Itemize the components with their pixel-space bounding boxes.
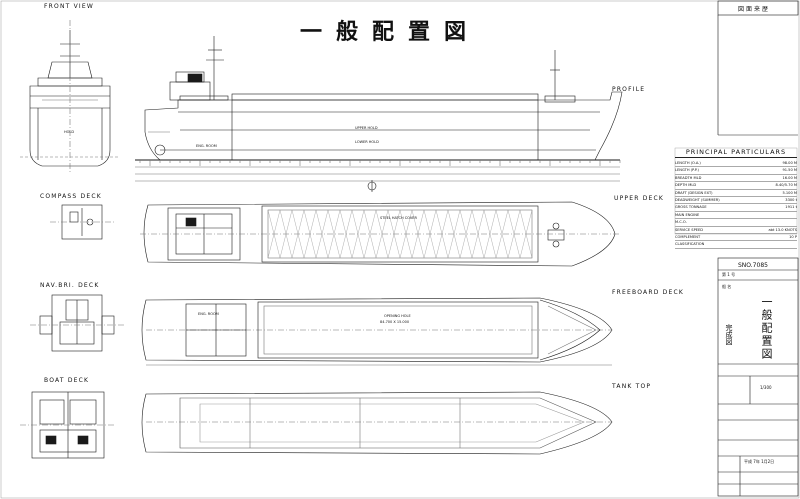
drawing-date: 平成 7年 1月2日 (744, 459, 775, 464)
label-lower-hold: LOWER HOLD (355, 140, 379, 144)
particulars-row: DRAFT (DESIGN EXT) 5.100 M (675, 190, 797, 198)
title-block-drawing-name: 一般配置図 (760, 296, 773, 361)
front-view (20, 20, 120, 172)
particulars-value: 8.40/5.70 M (775, 183, 797, 188)
drawing-number: SNO.7085 (738, 262, 768, 269)
label-upper-deck: UPPER DECK (614, 195, 665, 202)
particulars-value: 5.100 M (782, 190, 797, 195)
label-nav-bri-deck: NAV.BRI. DECK (40, 282, 100, 289)
compass-deck-view (50, 204, 114, 240)
particulars-key: BREADTH MLD (675, 175, 702, 180)
particulars-rows: LENGTH (O.A.) 98.00 M LENGTH (P.P.) 91.50 M… (675, 160, 797, 249)
freeboard-deck-view (141, 297, 613, 366)
particulars-key: DEPTH MLD (675, 183, 697, 188)
label-front-view: FRONT VIEW (44, 3, 95, 10)
particulars-value: 1911 t (785, 205, 797, 210)
particulars-key: LENGTH (O.A.) (675, 161, 701, 165)
particulars-row: SERVICE SPEED abt 13.0 KNOTS (675, 227, 797, 235)
particulars-row: LENGTH (P.P.) 91.50 M (675, 167, 797, 175)
label-upper-hold: UPPER HOLD (355, 126, 378, 130)
label-steel-hatch: STEEL HATCH COVER (380, 216, 417, 220)
particulars-key: CLASSIFICATION (675, 242, 705, 247)
particulars-row: M.C.O. (675, 219, 797, 227)
particulars-value: 91.50 M (782, 168, 797, 173)
label-freeboard-deck: FREEBOARD DECK (612, 289, 684, 296)
particulars-row: GROSS TONNAGE 1911 t (675, 204, 797, 212)
particulars-value: 10 P (789, 235, 797, 240)
tank-top-view (141, 391, 613, 455)
profile-frame-ticks (139, 160, 621, 166)
scale-value: 1/300 (760, 385, 772, 390)
particulars-row: DEPTH MLD 8.40/5.70 M (675, 182, 797, 190)
particulars-key: COMPLEMENT (675, 235, 701, 240)
nav-bri-deck-view (30, 294, 124, 352)
particulars-heading: PRINCIPAL PARTICULARS (675, 148, 797, 158)
label-tank-top: TANK TOP (612, 383, 652, 390)
principal-particulars-table: PRINCIPAL PARTICULARS LENGTH (O.A.) 98.00… (675, 148, 797, 249)
vessel-number: 第 1 号 (722, 272, 736, 277)
label-hold: HOLD (64, 130, 75, 134)
particulars-key: SERVICE SPEED (675, 227, 704, 232)
particulars-key: DEADWEIGHT (SUMMER) (675, 198, 720, 203)
particulars-value: abt 13.0 KNOTS (768, 227, 797, 232)
boat-deck-view (20, 391, 116, 459)
particulars-row: LENGTH (O.A.) 98.00 M (675, 160, 797, 168)
label-compass-deck: COMPASS DECK (40, 193, 102, 200)
upper-deck-view (140, 201, 620, 267)
label-eng-room-profile: ENG. ROOM (196, 144, 217, 148)
label-profile: PROFILE (612, 86, 646, 93)
particulars-row: COMPLEMENT 10 P (675, 234, 797, 242)
particulars-value: 98.00 M (782, 161, 797, 165)
label-eng-room-freeboard: ENG. ROOM (198, 312, 219, 316)
particulars-row: MAIN ENGINE (675, 212, 797, 220)
profile-hatch-covers (231, 93, 539, 101)
label-opening-hole: OPENING HOLE (384, 314, 411, 318)
particulars-row: CLASSIFICATION (675, 241, 797, 249)
vessel-name-label: 船 名 (722, 284, 732, 289)
particulars-key: LENGTH (P.P.) (675, 168, 699, 173)
label-boat-deck: BOAT DECK (44, 377, 90, 384)
particulars-value: 16.00 M (782, 175, 797, 180)
particulars-key: M.C.O. (675, 220, 687, 225)
particulars-value: 3300 t (785, 198, 797, 203)
history-stamp-label: 図面来歴 (738, 6, 771, 13)
completed-stamp: 完成図 (725, 324, 733, 345)
profile-view (135, 36, 623, 192)
drawing-title: 一般配置図 (300, 19, 481, 45)
particulars-key: MAIN ENGINE (675, 212, 700, 217)
particulars-key: DRAFT (DESIGN EXT) (675, 190, 713, 195)
label-opening-dims: 84.700 X 15.000 (380, 320, 410, 324)
history-stamp-box (717, 0, 799, 136)
particulars-key: GROSS TONNAGE (675, 205, 707, 210)
particulars-row: BREADTH MLD 16.00 M (675, 175, 797, 183)
particulars-row: DEADWEIGHT (SUMMER) 3300 t (675, 197, 797, 205)
